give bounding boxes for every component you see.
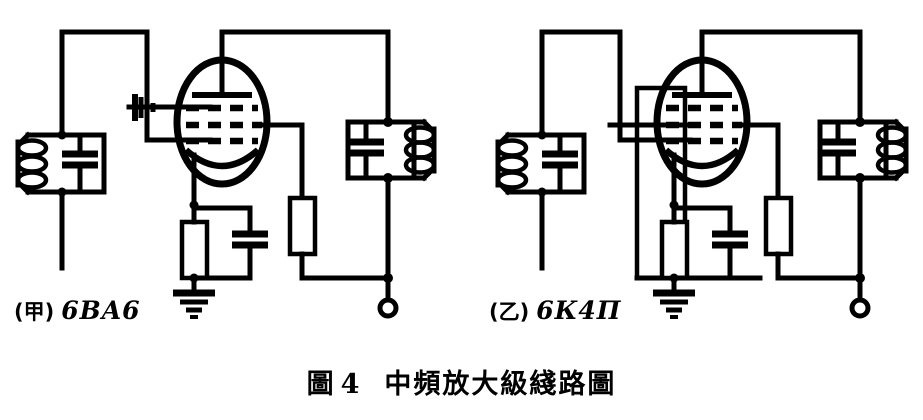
tube-cathode xyxy=(183,147,261,170)
input-tank-frame xyxy=(35,132,107,195)
caption-title: 中頻放大級綫路圖 xyxy=(384,369,617,400)
input-tank-capacitor-icon-b xyxy=(542,132,578,195)
circuit-b-group xyxy=(495,29,909,319)
circuit-b-tube-type: 6К4П xyxy=(536,296,622,325)
cathode-bottom-node-b xyxy=(669,273,679,283)
suppressor-grid-ground-icon xyxy=(126,94,156,121)
b-plus-terminal-b[interactable] xyxy=(849,297,871,319)
screen-resistor-bottom-lead xyxy=(299,251,391,281)
screen-grid-lead xyxy=(259,122,305,201)
plate-top-bus-wire xyxy=(219,29,391,125)
cathode-ground-icon-b xyxy=(653,289,695,319)
cathode-bypass-capacitor xyxy=(191,205,268,281)
input-tank-coil-icon-b xyxy=(495,131,529,196)
output-tank-top-node xyxy=(383,117,393,127)
screen-dropping-resistor-b xyxy=(763,195,794,257)
output-tank-coil-icon xyxy=(403,118,437,182)
cathode-resistor-b xyxy=(659,219,690,281)
plate-top-bus-wire-b xyxy=(699,29,863,125)
input-tank-bottom-node-b xyxy=(537,187,547,197)
input-tank-coil-icon xyxy=(15,131,49,196)
output-tank-capacitor-icon-b xyxy=(820,119,856,181)
screen-dropping-resistor xyxy=(287,195,318,257)
cathode-resistor xyxy=(179,219,210,281)
b-plus-terminal[interactable] xyxy=(377,297,399,319)
output-tank-top-node-b xyxy=(855,117,865,127)
circuit-a-group xyxy=(15,29,437,319)
cathode-bottom-node xyxy=(189,273,199,283)
circuit-b-marker: (乙) xyxy=(489,300,530,324)
screen-grid-lead-b xyxy=(739,122,781,201)
output-tank-capacitor-icon xyxy=(348,119,384,181)
b-plus-junction-node-b xyxy=(855,273,865,283)
input-top-bus-wire-b xyxy=(539,29,623,143)
screen-resistor-bottom-lead-b xyxy=(775,251,863,281)
circuit-a-tube-type: 6BA6 xyxy=(61,296,141,325)
caption-prefix: 圖 xyxy=(306,369,336,400)
circuit-a-marker: (甲) xyxy=(14,300,55,324)
caption-number: 4 xyxy=(340,369,362,400)
cathode-bypass-capacitor-b xyxy=(671,205,748,281)
circuit-b-label: (乙)6К4П xyxy=(489,298,621,323)
circuit-a-label: (甲)6BA6 xyxy=(14,298,141,323)
b-plus-junction-node xyxy=(383,273,393,283)
input-tank-frame-b xyxy=(515,132,587,195)
input-tank-capacitor-icon xyxy=(62,132,98,195)
input-top-bus-wire xyxy=(59,29,150,143)
output-tank-coil-icon-b xyxy=(875,118,909,182)
input-tank-top-node xyxy=(57,130,67,140)
cathode-ground-icon xyxy=(173,289,215,319)
tube-cathode-b xyxy=(663,147,741,170)
input-tank-top-node-b xyxy=(537,130,547,140)
input-tank-bottom-node xyxy=(57,187,67,197)
